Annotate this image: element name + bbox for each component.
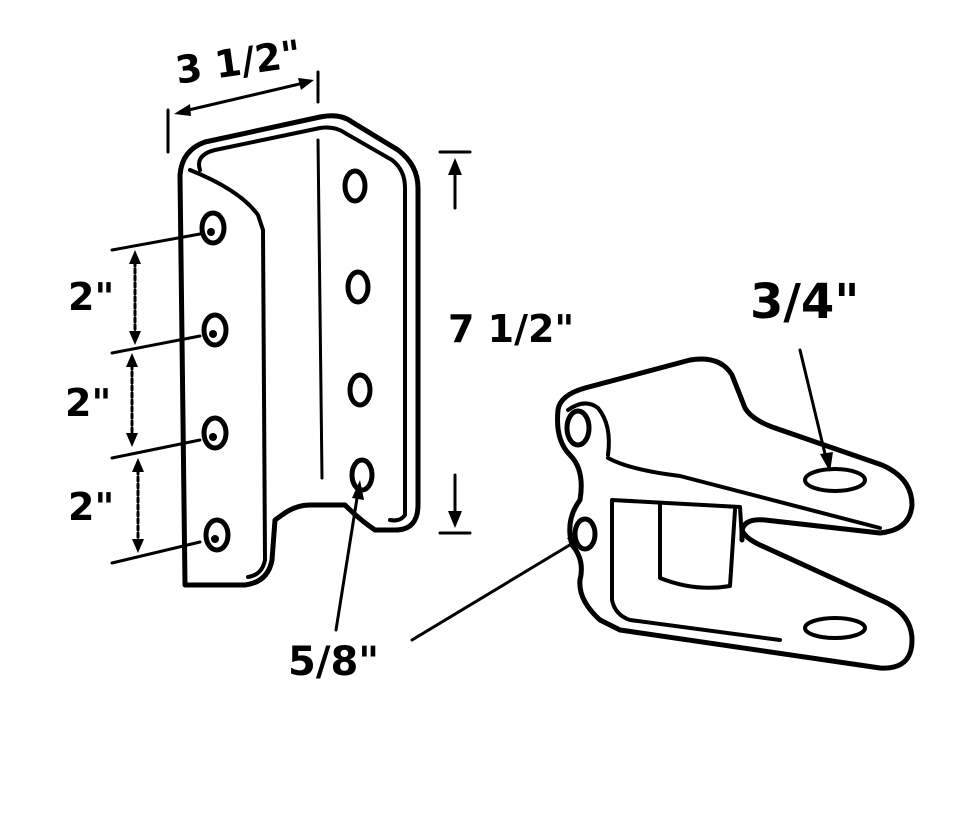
- spacing-label-1: 2": [68, 275, 114, 319]
- clevis-pin-hole: [572, 516, 598, 552]
- bolt-hole-label: 3/4": [750, 274, 859, 330]
- bracket-hole-right-3: [347, 372, 373, 408]
- spacing-label-2: 2": [65, 381, 111, 425]
- bracket-hole-right-2: [345, 269, 371, 305]
- clevis-top-bolt-hole: [803, 467, 867, 493]
- bracket-hole-left-3: [201, 415, 229, 451]
- pin-hole-callout: 5/8": [288, 480, 586, 685]
- bracket-hole-left-2: [201, 312, 229, 348]
- width-label: 3 1/2": [173, 32, 304, 93]
- mounting-bracket: [177, 113, 421, 588]
- bracket-hole-right-4: [349, 457, 375, 493]
- spacing-label-3: 2": [68, 485, 114, 529]
- bracket-hole-left-4: [203, 517, 231, 553]
- bracket-hole-right-1: [342, 168, 368, 204]
- clevis-bottom-bolt-hole: [803, 616, 867, 640]
- pin-hole-label: 5/8": [288, 639, 379, 685]
- height-label: 7 1/2": [448, 307, 574, 351]
- bracket-fold-line: [316, 138, 324, 480]
- bolt-hole-callout: 3/4": [750, 274, 859, 472]
- clevis-pivot-hole: [564, 408, 592, 448]
- bracket-hole-left-1: [199, 210, 227, 246]
- height-dimension: 7 1/2": [438, 150, 574, 535]
- clevis-hitch: [555, 356, 915, 671]
- spacing-dimensions: 2" 2" 2": [65, 232, 202, 565]
